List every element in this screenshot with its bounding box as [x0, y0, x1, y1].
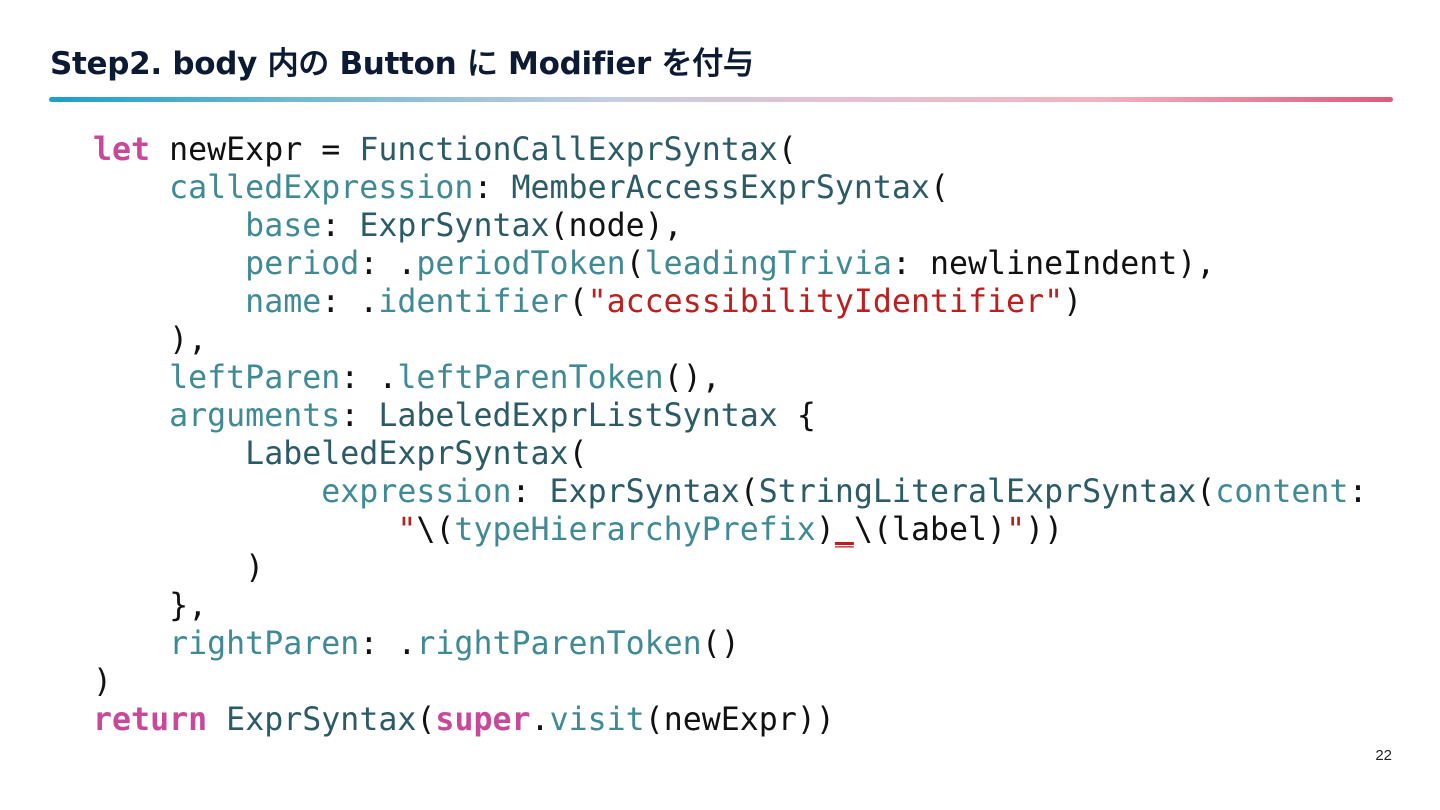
- code-text: (: [777, 132, 797, 168]
- code-text: (: [739, 474, 759, 510]
- code-text: )): [1025, 512, 1064, 548]
- code-block: let newExpr = FunctionCallExprSyntax( ca…: [93, 131, 1367, 739]
- code-text: ),: [93, 322, 208, 358]
- code-text: [93, 208, 245, 244]
- code-label: expression: [321, 474, 512, 510]
- code-label: periodToken: [416, 246, 626, 282]
- code-line: calledExpression: MemberAccessExprSyntax…: [93, 169, 1367, 207]
- code-text: :: [511, 474, 550, 510]
- code-label: name: [245, 284, 322, 320]
- code-text: (node),: [549, 208, 683, 244]
- code-text: (: [416, 702, 436, 738]
- slide-title: Step2. body 内の Button に Modifier を付与: [50, 46, 754, 82]
- code-line: rightParen: .rightParenToken(): [93, 625, 1367, 663]
- code-text: ): [93, 664, 113, 700]
- code-line: leftParen: .leftParenToken(),: [93, 359, 1367, 397]
- code-line: ),: [93, 321, 1367, 359]
- code-label: base: [245, 208, 322, 244]
- code-keyword: let: [93, 132, 151, 168]
- code-label: leftParen: [169, 360, 341, 396]
- code-text: (): [701, 626, 740, 662]
- code-text: ): [1063, 284, 1083, 320]
- code-text: : .: [359, 626, 417, 662]
- code-underscore: _: [834, 512, 854, 548]
- code-text: \(: [416, 512, 455, 548]
- code-line: let newExpr = FunctionCallExprSyntax(: [93, 131, 1367, 169]
- code-line: "\(typeHierarchyPrefix)_\(label)")): [93, 511, 1367, 549]
- code-label: rightParenToken: [416, 626, 702, 662]
- code-text: \(label): [853, 512, 1007, 548]
- code-text: (: [625, 246, 645, 282]
- code-line: expression: ExprSyntax(StringLiteralExpr…: [93, 473, 1367, 511]
- code-text: (newExpr)): [644, 702, 835, 738]
- code-type: LabeledExprSyntax: [245, 436, 569, 472]
- code-label: rightParen: [169, 626, 360, 662]
- title-gradient-rule: [49, 97, 1393, 102]
- code-keyword: super: [435, 702, 531, 738]
- code-type: StringLiteralExprSyntax: [758, 474, 1197, 510]
- code-text: [93, 398, 169, 434]
- code-text: .: [530, 702, 550, 738]
- code-string: ": [1006, 512, 1026, 548]
- code-line: ): [93, 663, 1367, 701]
- code-type: ExprSyntax: [359, 208, 550, 244]
- code-label: visit: [549, 702, 645, 738]
- code-text: [93, 360, 169, 396]
- code-string: ": [397, 512, 417, 548]
- code-text: [207, 702, 226, 738]
- code-line: ): [93, 549, 1367, 587]
- code-text: (: [1196, 474, 1216, 510]
- code-text: [93, 512, 397, 548]
- code-text: {: [777, 398, 816, 434]
- code-text: ): [815, 512, 835, 548]
- code-label: content: [1215, 474, 1349, 510]
- code-line: period: .periodToken(leadingTrivia: newl…: [93, 245, 1367, 283]
- code-keyword: return: [93, 702, 208, 738]
- code-text: :: [321, 208, 360, 244]
- code-type: MemberAccessExprSyntax: [511, 170, 930, 206]
- code-text: : .: [340, 360, 398, 396]
- code-text: newExpr =: [150, 132, 360, 168]
- code-text: (),: [663, 360, 721, 396]
- code-text: (: [929, 170, 949, 206]
- code-label: identifier: [378, 284, 569, 320]
- code-label: calledExpression: [169, 170, 474, 206]
- code-type: FunctionCallExprSyntax: [359, 132, 778, 168]
- code-text: (: [568, 436, 588, 472]
- code-text: [93, 436, 245, 472]
- code-string: "accessibilityIdentifier": [587, 284, 1064, 320]
- code-label: leftParenToken: [397, 360, 664, 396]
- code-line: return ExprSyntax(super.visit(newExpr)): [93, 701, 1367, 739]
- code-type: ExprSyntax: [226, 702, 417, 738]
- code-text: : newlineIndent),: [891, 246, 1216, 282]
- page-number: 22: [1375, 747, 1392, 764]
- code-type: ExprSyntax: [549, 474, 740, 510]
- code-text: : .: [321, 284, 379, 320]
- code-type: LabeledExprListSyntax: [378, 398, 778, 434]
- code-line: LabeledExprSyntax(: [93, 435, 1367, 473]
- code-text: [93, 284, 245, 320]
- code-label: arguments: [169, 398, 341, 434]
- code-text: : .: [359, 246, 417, 282]
- code-line: },: [93, 587, 1367, 625]
- code-label: leadingTrivia: [644, 246, 892, 282]
- code-line: arguments: LabeledExprListSyntax {: [93, 397, 1367, 435]
- code-label: period: [245, 246, 360, 282]
- code-line: name: .identifier("accessibilityIdentifi…: [93, 283, 1367, 321]
- code-text: [93, 246, 245, 282]
- code-text: :: [340, 398, 379, 434]
- code-text: [93, 170, 169, 206]
- code-label: typeHierarchyPrefix: [454, 512, 816, 548]
- code-text: :: [1348, 474, 1368, 510]
- code-text: [93, 626, 169, 662]
- code-line: base: ExprSyntax(node),: [93, 207, 1367, 245]
- code-text: (: [568, 284, 588, 320]
- code-text: :: [473, 170, 512, 206]
- code-text: },: [93, 588, 208, 624]
- code-text: [93, 474, 321, 510]
- code-text: ): [93, 550, 265, 586]
